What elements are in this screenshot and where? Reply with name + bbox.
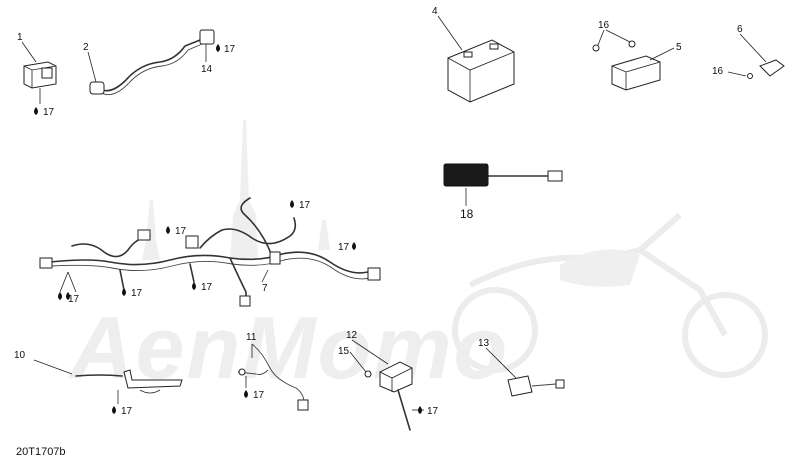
lubricant-drop-icon [192, 282, 196, 290]
callout-17: 17 [131, 288, 143, 299]
part-1-connector [21, 41, 57, 104]
lubricant-drop-icon [112, 406, 116, 414]
callout-17: 17 [121, 406, 133, 417]
part-6-switch [727, 33, 785, 79]
watermark: AenMomo [68, 120, 768, 397]
part-label-4: 4 [432, 6, 438, 17]
lubricant-drop-icon [244, 390, 248, 398]
lubricant-drop-icon [418, 406, 422, 414]
part-2-sensor-cable [87, 29, 215, 96]
lubricant-drop-icon [122, 288, 126, 296]
lubricant-drop-icon [166, 226, 170, 234]
lubricant-drop-icon [352, 242, 356, 250]
part-4-battery [437, 15, 515, 103]
part-label-12: 12 [346, 330, 358, 341]
part-label-1: 1 [17, 32, 23, 43]
lubricant-drop-icon [290, 200, 294, 208]
lubricant-drop-icon [58, 292, 62, 300]
callout-17: 17 [224, 44, 236, 55]
part-10-bracket [33, 359, 183, 404]
part-label-14: 14 [201, 64, 213, 75]
lubricant-drop-icon [216, 44, 220, 52]
callout-17: 17 [175, 226, 187, 237]
lubricant-drop-icon [66, 292, 70, 300]
part-label-10: 10 [14, 350, 26, 361]
part-label-2: 2 [83, 42, 89, 53]
part-label-11: 11 [246, 332, 257, 343]
drawing-reference-code: 20T1707b [16, 446, 66, 458]
part-18-module [443, 163, 563, 206]
part-label-16: 16 [598, 20, 610, 31]
callout-17: 17 [427, 406, 439, 417]
part-label-16: 16 [712, 66, 724, 77]
part-label-13: 13 [478, 338, 490, 349]
lubricant-drop-icon [34, 107, 38, 115]
part-label-5: 5 [676, 42, 682, 53]
part-label-18: 18 [460, 207, 474, 221]
part-13-connector [485, 347, 565, 397]
callout-17: 17 [253, 390, 265, 401]
callout-17: 17 [201, 282, 213, 293]
callout-17: 17 [338, 242, 350, 253]
part-label-7: 7 [262, 283, 268, 294]
part-label-6: 6 [737, 24, 743, 35]
callout-17: 17 [299, 200, 311, 211]
part-11-sensor-lead [237, 343, 309, 411]
part-7-main-harness [39, 197, 381, 307]
part-5-relay [592, 29, 675, 91]
part-12-switch [349, 339, 424, 431]
part-label-15: 15 [338, 346, 350, 357]
callout-17: 17 [68, 294, 80, 305]
callout-17: 17 [43, 107, 55, 118]
